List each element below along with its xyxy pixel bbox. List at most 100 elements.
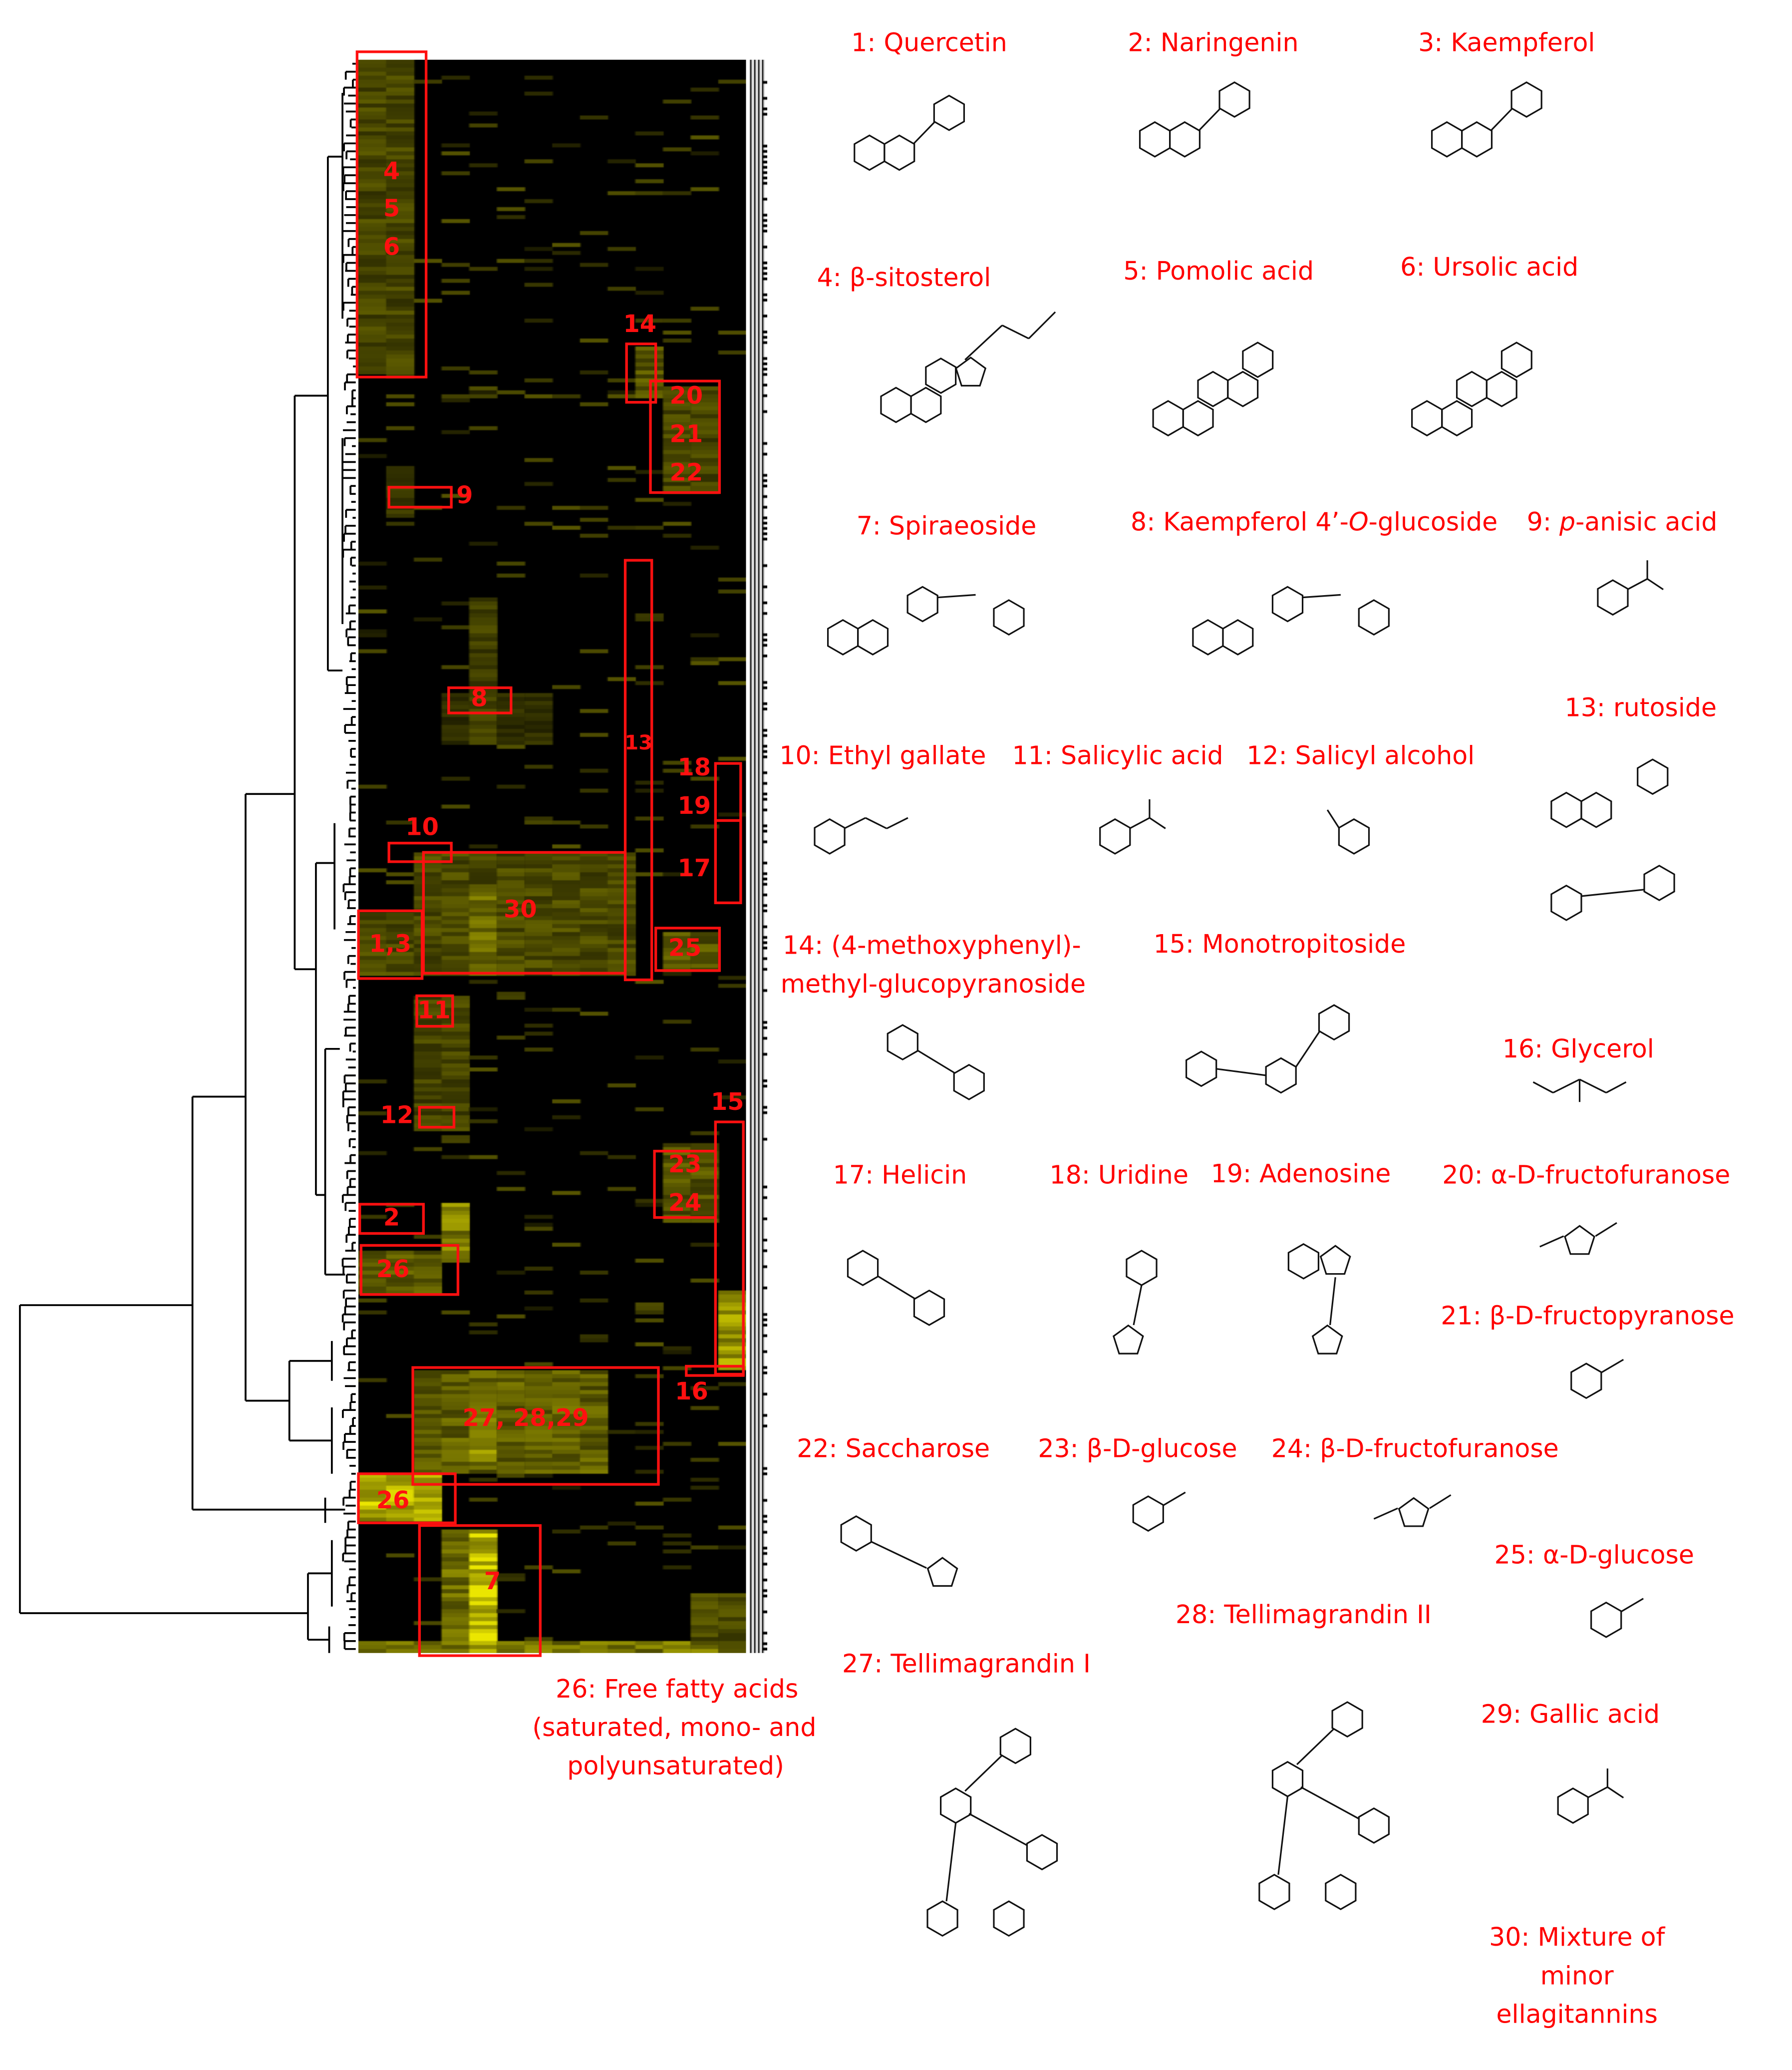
structure-aryl-glucoside-icon [887,1024,985,1100]
box-label: 26 [376,1487,410,1515]
compound-label-5: 5: Pomolic acid [1123,257,1314,287]
row-color-strip [748,59,768,1653]
compound-label-26-line3: polyunsaturated) [567,1751,784,1781]
box-label: 23 [668,1151,702,1179]
box-label: 1,3 [369,931,412,959]
compound-label-30-line3: ellagitannins [1496,2000,1658,2030]
compound-label-14-line2: methyl-glucopyranoside [780,970,1086,1000]
box-label: 25 [668,935,702,963]
box-30 [422,851,627,975]
compound-label-14-line1: 14: (4-methoxyphenyl)- [782,931,1081,961]
compound-label-30-line1: 30: Mixture of [1489,1923,1665,1953]
box-20-21-22 [649,379,721,494]
box-label: 16 [675,1378,708,1406]
box-14 [625,343,657,404]
box-23-24 [653,1149,717,1219]
box-label: 30 [504,896,537,924]
structure-benzene-icon [1326,809,1370,855]
box-16 [685,1365,745,1377]
box-label: 26 [376,1256,410,1284]
label-part: 8: Kaempferol 4’- [1131,508,1349,537]
structure-flavonol-glucoside-icon [827,586,1025,656]
structure-aryl-glucoside-icon [847,1250,945,1326]
box-label: 7 [484,1568,501,1596]
compound-label-10: 10: Ethyl gallate [779,741,986,771]
compound-label-13: 13: rutoside [1564,693,1717,723]
structure-purine-nucleoside-icon [1287,1243,1351,1355]
compound-label-23: 23: β-D-glucose [1038,1434,1237,1464]
compound-label-29: 29: Gallic acid [1481,1700,1660,1729]
compound-label-25: 25: α-D-glucose [1494,1541,1694,1570]
structure-nucleoside-icon [1112,1250,1158,1355]
structure-benzoic-acid-icon [1597,560,1664,616]
structure-pyranose-icon [1590,1598,1644,1638]
compound-label-7: 7: Spiraeoside [856,512,1037,541]
box-label: 20 [669,382,703,410]
compound-label-19: 19: Adenosine [1210,1159,1391,1189]
box-label: 10 [405,814,439,842]
box-label: 2 [383,1204,400,1232]
box-label: 19 [677,792,711,821]
structure-flavonol-icon [1431,81,1542,158]
structure-benzoic-acid-icon [1557,1768,1624,1824]
structure-disaccharide-icon [840,1515,958,1587]
box-12 [418,1106,456,1129]
compound-label-12: 12: Salicyl alcohol [1246,741,1475,771]
box-label: 12 [380,1102,414,1130]
compound-label-2: 2: Naringenin [1128,28,1299,58]
label-part: -glucoside [1368,508,1498,537]
box-label: 14 [623,311,657,339]
compound-label-30-line2: minor [1540,1962,1614,1991]
compound-label-21: 21: β-D-fructopyranose [1441,1302,1735,1331]
compound-label-8: 8: Kaempferol 4’-O-glucoside [1131,510,1497,536]
box-4-5-6 [355,50,428,378]
box-label: 8 [471,685,488,713]
compound-label-6: 6: Ursolic acid [1400,253,1579,283]
structure-flavanone-icon [1139,81,1250,158]
compound-label-26-line1: 26: Free fatty acids [556,1675,799,1705]
structure-ellagitannin-icon [1258,1701,1390,1910]
box-26-upper [359,1244,460,1296]
structure-furanose-icon [1539,1222,1617,1255]
box-label: 18 [677,754,711,782]
structure-pyranose-icon [1570,1359,1624,1399]
compound-label-17: 17: Helicin [833,1161,967,1191]
structure-triterpene-icon [1411,342,1532,437]
box-label: 21 [669,420,703,449]
box-label: 15 [710,1088,744,1117]
box-11 [415,994,454,1028]
label-part: 9: [1526,508,1560,537]
compound-label-20: 20: α-D-fructofuranose [1442,1161,1731,1191]
box-7 [418,1524,542,1657]
box-1-3 [357,909,424,980]
structure-ellagitannin-icon [926,1727,1058,1937]
box-label: 4 [383,158,400,186]
box-label: 17 [677,855,711,883]
compound-label-16: 16: Glycerol [1502,1035,1654,1064]
structure-benzoic-acid-icon [1099,799,1166,855]
box-26-lower [357,1472,457,1524]
box-17 [714,819,742,904]
label-part-italic: p [1559,508,1576,537]
structure-disaccharide-aryl-icon [1185,1004,1350,1094]
structure-pyranose-icon [1132,1491,1186,1532]
box-label: 22 [669,459,703,487]
compound-label-11: 11: Salicylic acid [1012,741,1223,771]
structure-triterpene-icon [1152,342,1274,437]
compound-label-28: 28: Tellimagrandin II [1175,1600,1432,1630]
box-label: 24 [668,1189,702,1218]
box-label: 6 [383,234,400,262]
compound-label-1: 1: Quercetin [851,28,1007,58]
box-8 [447,686,513,714]
structure-glycerol-icon [1532,1078,1627,1102]
compound-label-18: 18: Uridine [1049,1161,1189,1191]
label-part-italic: O [1348,508,1369,537]
structure-sterol-icon [880,311,1056,423]
box-25 [654,927,721,972]
box-13 [623,559,653,982]
box-27-28-29 [411,1366,660,1486]
compound-label-9: 9: p-anisic acid [1527,510,1718,536]
compound-label-24: 24: β-D-fructofuranose [1271,1434,1559,1464]
